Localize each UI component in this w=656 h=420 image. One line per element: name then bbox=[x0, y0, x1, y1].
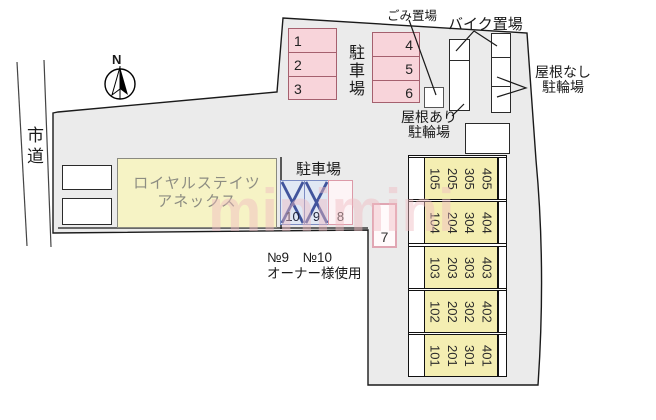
road-label: 市道 bbox=[24, 126, 43, 168]
unit-number: 304 bbox=[462, 211, 478, 234]
bike-rack-b-divider2 bbox=[492, 86, 510, 87]
annex-name-line1: ロイヤルステイツ bbox=[133, 175, 261, 192]
parking-group-8-10: 10 9 8 bbox=[280, 180, 353, 225]
corridor-line bbox=[498, 202, 499, 243]
unit-number: 203 bbox=[444, 256, 460, 279]
parking-space-7: 7 bbox=[372, 203, 397, 248]
unit-number: 205 bbox=[444, 167, 460, 190]
unit-number: 404 bbox=[479, 211, 495, 234]
corridor-line bbox=[498, 158, 499, 199]
parking-space-10: 10 bbox=[280, 180, 305, 225]
no-roof-line2: 駐輪場 bbox=[542, 79, 584, 95]
unit-number: 402 bbox=[479, 300, 495, 323]
parking-lot-mid-label: 駐車場 bbox=[296, 161, 342, 178]
corridor-line bbox=[498, 335, 499, 376]
space-number: 10 bbox=[285, 209, 300, 224]
unit-cell: 101 201 301 401 bbox=[424, 335, 498, 376]
parking-space-5: 5 bbox=[373, 57, 419, 81]
parking-space-1: 1 bbox=[289, 29, 336, 53]
compass-north-label: N bbox=[112, 52, 122, 67]
apartment-building: 105 205 305 405 104 204 304 404 103 203 … bbox=[408, 155, 507, 377]
unit-number: 303 bbox=[462, 256, 478, 279]
garbage-box bbox=[424, 87, 444, 108]
owner-note-line2: オーナー様使用 bbox=[267, 266, 362, 281]
storage-box-2 bbox=[62, 198, 112, 225]
compass-icon bbox=[104, 66, 136, 100]
space-number: 4 bbox=[405, 36, 413, 53]
unit-cell: 104 204 304 404 bbox=[424, 202, 498, 243]
roofed-line2: 駐輪場 bbox=[408, 124, 450, 140]
unit-number: 102 bbox=[427, 300, 443, 323]
parking-group-4-6: 4 5 6 bbox=[372, 32, 420, 103]
parking-lot-top-label: 駐車場 bbox=[346, 44, 363, 98]
unit-number: 103 bbox=[427, 256, 443, 279]
space-number: 7 bbox=[380, 229, 389, 245]
space-number: 3 bbox=[294, 80, 302, 97]
space-number: 9 bbox=[312, 209, 321, 224]
unit-row-01: 101 201 301 401 bbox=[409, 334, 506, 377]
parking-space-4: 4 bbox=[373, 33, 419, 57]
parking-space-6: 6 bbox=[373, 81, 419, 104]
unit-number: 104 bbox=[427, 211, 443, 234]
garbage-area-label: ごみ置場 bbox=[387, 9, 438, 23]
unit-number: 204 bbox=[444, 211, 460, 234]
corridor-line bbox=[498, 247, 499, 288]
unit-number: 201 bbox=[444, 344, 460, 367]
parking-space-2: 2 bbox=[289, 53, 336, 77]
corridor-line bbox=[498, 291, 499, 332]
unit-cell: 103 203 303 403 bbox=[424, 247, 498, 288]
parking-space-9: 9 bbox=[304, 180, 329, 225]
bike-rack-b-divider1 bbox=[492, 57, 510, 58]
unit-cell: 102 202 302 402 bbox=[424, 291, 498, 332]
no-roof-line1: 屋根なし bbox=[535, 64, 591, 80]
unit-number: 101 bbox=[427, 344, 443, 367]
bike-rack-b bbox=[491, 33, 511, 113]
unit-number: 405 bbox=[479, 167, 495, 190]
unit-number: 403 bbox=[479, 256, 495, 279]
bike-area-label: バイク置場 bbox=[448, 16, 523, 33]
unit-number: 401 bbox=[479, 344, 495, 367]
unit-number: 302 bbox=[462, 300, 478, 323]
unit-number: 202 bbox=[444, 300, 460, 323]
unit-row-03: 103 203 303 403 bbox=[409, 246, 506, 289]
unit-cell: 105 205 305 405 bbox=[424, 158, 498, 199]
bike-rack-a-divider bbox=[450, 60, 469, 61]
unit-row-02: 102 202 302 402 bbox=[409, 290, 506, 333]
building-entrance-box bbox=[465, 123, 510, 154]
owner-note-line1: №9 №10 bbox=[267, 250, 332, 265]
annex-name-line2: アネックス bbox=[157, 193, 237, 210]
space-number: 1 bbox=[294, 32, 302, 49]
unit-row-04: 104 204 304 404 bbox=[409, 201, 506, 244]
space-number: 2 bbox=[294, 56, 302, 73]
parking-space-3: 3 bbox=[289, 77, 336, 100]
unit-number: 305 bbox=[462, 167, 478, 190]
space-number: 6 bbox=[405, 84, 413, 101]
roofed-line1: 屋根あり bbox=[401, 109, 457, 125]
storage-box-1 bbox=[62, 165, 112, 190]
bike-rack-a bbox=[449, 39, 470, 111]
space-number: 5 bbox=[405, 60, 413, 77]
no-roof-bicycle-label: 屋根なし 駐輪場 bbox=[528, 65, 598, 95]
unit-row-05: 105 205 305 405 bbox=[409, 157, 506, 200]
parking-space-8: 8 bbox=[328, 180, 353, 225]
owner-note: №9 №10 オーナー様使用 bbox=[267, 250, 362, 282]
space-number: 8 bbox=[336, 209, 345, 224]
roofed-bicycle-label: 屋根あり 駐輪場 bbox=[392, 110, 466, 140]
annex-building: ロイヤルステイツ アネックス bbox=[117, 158, 277, 228]
parking-group-1-3: 1 2 3 bbox=[288, 28, 337, 100]
unit-number: 105 bbox=[427, 167, 443, 190]
unit-number: 301 bbox=[462, 344, 478, 367]
